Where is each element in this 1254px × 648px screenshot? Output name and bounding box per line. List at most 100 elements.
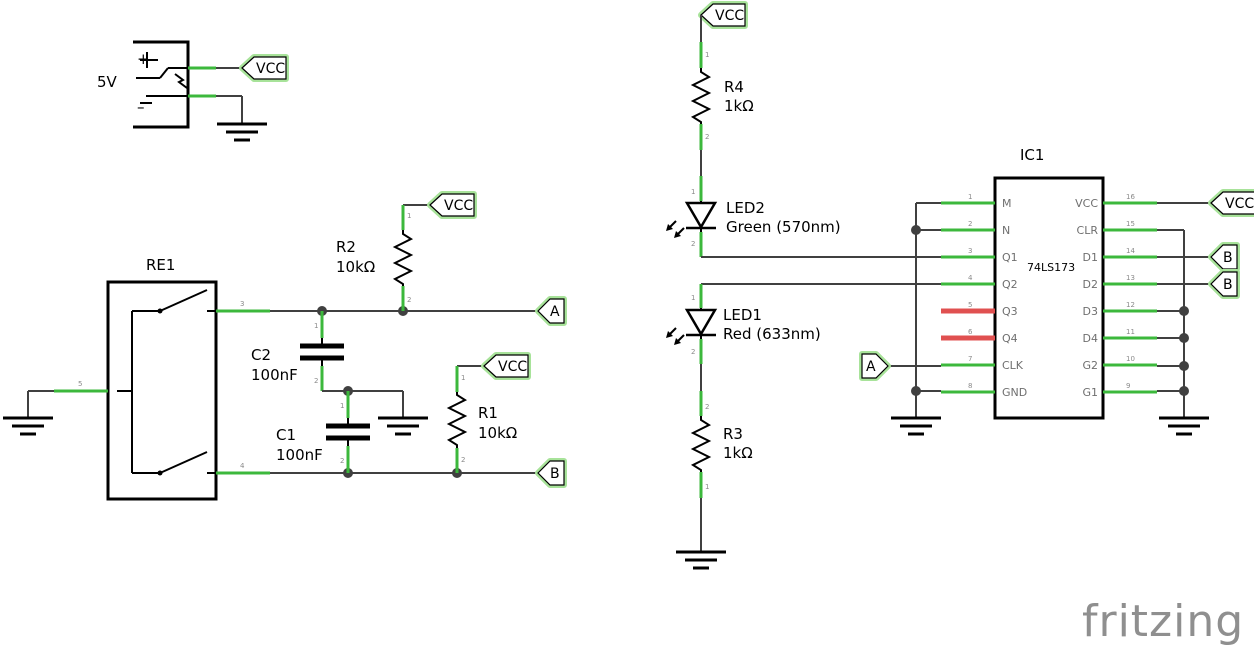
ic1-pin-number: 2	[968, 220, 972, 228]
resistor-r1: 1 2 R1 10kΩ	[446, 365, 517, 473]
r1-name: R1	[478, 404, 498, 422]
ic1-pin-number: 16	[1126, 193, 1135, 201]
ground-symbol	[215, 122, 269, 142]
ic1-pin-label: N	[1002, 224, 1010, 237]
r4-name: R4	[724, 78, 744, 96]
ic1-pin-number: 10	[1126, 355, 1135, 363]
r3-value: 1kΩ	[723, 444, 753, 462]
svg-text:VCC: VCC	[498, 359, 527, 375]
relay-re1: RE1 3 4 5	[54, 256, 270, 501]
ic1-pin-number: 5	[968, 301, 972, 309]
svg-text:2: 2	[705, 403, 709, 411]
net-flag-a: A	[538, 299, 564, 323]
ic1-name: IC1	[1020, 146, 1044, 164]
ic1-pin-number: 6	[968, 328, 973, 336]
ic1-pin-label: D2	[1083, 278, 1098, 291]
resistor-r2: 1 2 R2 10kΩ	[336, 204, 430, 311]
ic1-pin-label: GND	[1002, 386, 1027, 399]
ground-symbol	[674, 550, 728, 570]
svg-text:A: A	[550, 304, 560, 320]
power-jack: 5V + –	[97, 40, 216, 129]
vcc-net-flag: VCC	[242, 57, 286, 79]
svg-text:2: 2	[340, 457, 344, 465]
svg-text:B: B	[550, 466, 560, 482]
ic1-pin-label: CLK	[1002, 359, 1024, 372]
svg-text:1: 1	[691, 294, 695, 302]
svg-text:5: 5	[78, 380, 82, 388]
svg-text:1: 1	[691, 188, 695, 196]
ground-symbol	[1, 416, 55, 436]
net-flag-b-d1: B	[1211, 245, 1237, 269]
ic1-pin-label: D4	[1083, 332, 1098, 345]
ic1-pin-number: 4	[968, 274, 973, 282]
svg-text:VCC: VCC	[715, 8, 744, 24]
ic1-pin-number: 9	[1126, 382, 1130, 390]
svg-text:B: B	[1223, 250, 1233, 266]
svg-text:2: 2	[705, 133, 709, 141]
minus-sign: –	[137, 98, 145, 116]
ic1-pin-label: CLR	[1077, 224, 1099, 237]
svg-text:VCC: VCC	[1225, 196, 1254, 212]
ground-symbol	[376, 416, 430, 436]
led-led2: 1 2 LED2 Green (570nm)	[666, 176, 841, 257]
svg-text:1: 1	[314, 322, 318, 330]
vcc-net-flag: VCC	[484, 355, 528, 377]
svg-text:4: 4	[240, 462, 245, 470]
led1-name: LED1	[723, 306, 762, 324]
ic1-pin-label: M	[1002, 197, 1012, 210]
ic1-pin-label: G2	[1082, 359, 1098, 372]
ic1-pin-number: 13	[1126, 274, 1135, 282]
ic1-pin-number: 1	[968, 193, 972, 201]
vcc-net-flag: VCC	[1211, 192, 1254, 214]
ic1-pin-label: D1	[1083, 251, 1098, 264]
resistor-r4: 1 2 R4 1kΩ	[690, 42, 754, 150]
net-flag-a-ic-label: A	[866, 359, 876, 375]
r4-value: 1kΩ	[724, 97, 754, 115]
ic1-pin-number: 7	[968, 355, 972, 363]
svg-text:B: B	[1223, 277, 1233, 293]
ic1-pin-label: VCC	[1075, 197, 1098, 210]
c2-name: C2	[251, 346, 271, 364]
svg-text:2: 2	[461, 456, 465, 464]
ic1-pin-label: Q1	[1002, 251, 1018, 264]
ic1-pin-label: D3	[1083, 305, 1098, 318]
led2-name: LED2	[726, 199, 765, 217]
fritzing-logo: fritzing	[1082, 596, 1244, 647]
ic1-pin-number: 8	[968, 382, 972, 390]
ic1-pin-number: 15	[1126, 220, 1135, 228]
ic1-pin-number: 14	[1126, 247, 1135, 255]
svg-text:VCC: VCC	[256, 61, 285, 77]
plus-sign: +	[137, 50, 150, 68]
ic1-pin-label: Q2	[1002, 278, 1018, 291]
svg-text:1: 1	[705, 51, 709, 59]
ic1-pin-label: Q4	[1002, 332, 1018, 345]
r2-name: R2	[336, 238, 356, 256]
svg-text:2: 2	[691, 240, 695, 248]
svg-text:1: 1	[340, 402, 344, 410]
net-flag-b-d2: B	[1211, 272, 1237, 296]
ic1-part-label: 74LS173	[1027, 261, 1075, 274]
ic1-pin-label: Q3	[1002, 305, 1018, 318]
led-led1: 1 2 LED1 Red (633nm)	[666, 284, 821, 364]
c2-value: 100nF	[251, 366, 298, 384]
led2-value: Green (570nm)	[726, 218, 841, 236]
svg-text:VCC: VCC	[444, 198, 473, 214]
vcc-net-flag: VCC	[430, 194, 474, 216]
